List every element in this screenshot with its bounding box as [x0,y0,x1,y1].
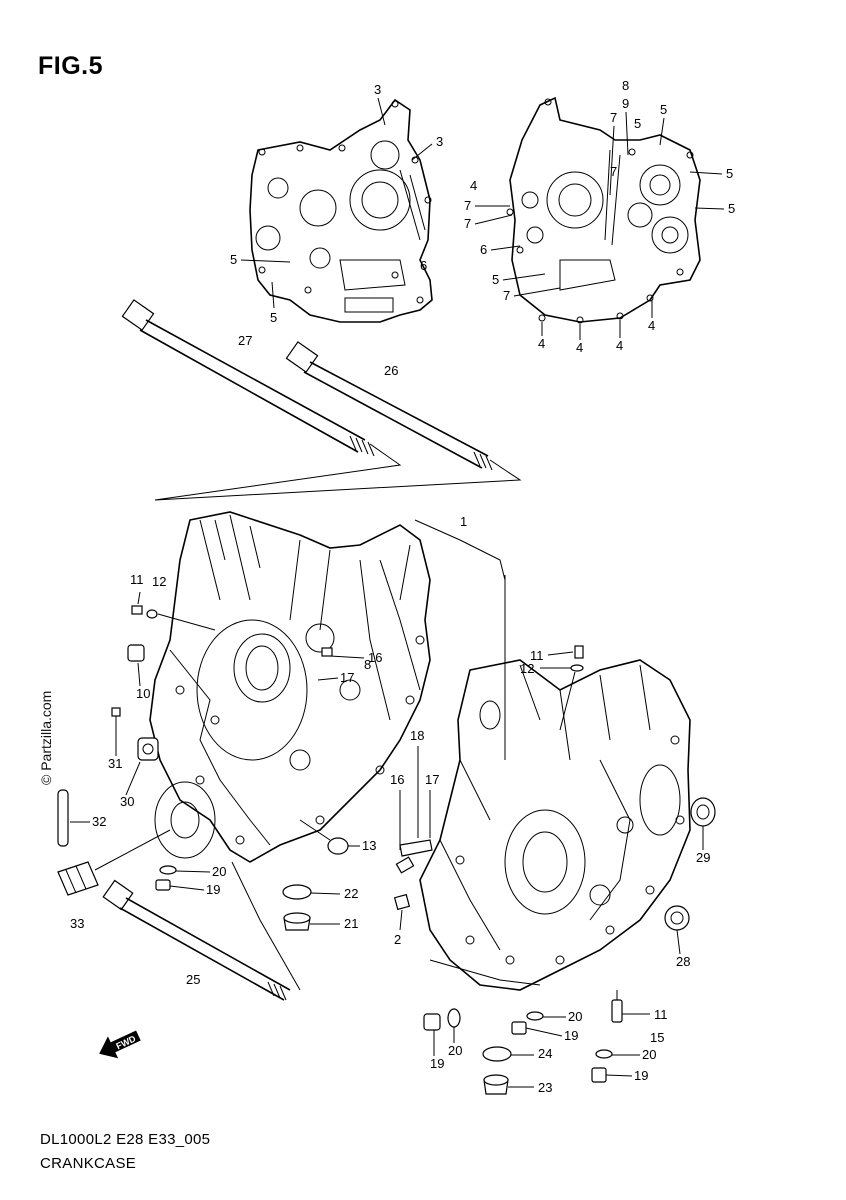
callout-7b: 7 [464,198,471,213]
callout-16b: 16 [390,772,404,787]
callout-24: 24 [538,1046,552,1061]
callout-31: 31 [108,756,122,771]
callout-7c: 7 [464,216,471,231]
callout-4c: 4 [616,338,623,353]
callout-5f: 5 [728,201,735,216]
callout-23: 23 [538,1080,552,1095]
left-small-parts: 11 12 10 16 8 17 31 30 32 33 20 19 [57,572,382,1001]
figure-code: DL1000L2 E28 E33_005 [40,1131,211,1148]
callout-3a: 3 [374,82,381,97]
callout-5b: 5 [270,310,277,325]
callout-4a: 4 [538,336,545,351]
callout-8b: 8 [364,657,371,672]
callout-11b: 11 [530,648,544,663]
callout-13: 13 [362,838,376,853]
crankcase-bolt-26: 26 [285,341,493,471]
right-small-parts: 11 12 18 16 17 29 2 28 20 19 24 [390,645,716,1095]
leader-part-1 [414,519,506,581]
callout-8: 8 [622,78,629,93]
callout-20a: 20 [212,864,226,879]
callout-6b: 6 [480,242,487,257]
callout-18: 18 [410,728,424,743]
callout-3b: 3 [436,134,443,149]
callout-5a: 5 [230,252,237,267]
callout-7d: 7 [610,164,617,179]
callout-6: 6 [420,258,427,273]
callout-25: 25 [186,972,200,987]
callout-15: 15 [650,1030,664,1045]
forward-direction-arrow: FWD [99,1030,141,1059]
top-left-crankcase-half [249,98,433,323]
callout-19a: 19 [206,882,220,897]
callout-30: 30 [120,794,134,809]
callout-5g: 5 [492,272,499,287]
callout-22: 22 [344,886,358,901]
callout-20c: 20 [448,1043,462,1058]
callout-33: 33 [70,916,84,931]
callout-4d: 4 [648,318,655,333]
callout-7a: 7 [610,110,617,125]
callout-11a: 11 [130,572,144,587]
figure-title: FIG.5 [38,52,104,80]
callout-2: 2 [394,932,401,947]
callout-32: 32 [92,814,106,829]
callout-4b: 4 [576,340,583,355]
callout-5d: 5 [634,116,641,131]
callout-4e: 4 [470,178,477,193]
callout-16a: 16 [368,650,382,665]
callout-29: 29 [696,850,710,865]
figure-name: CRANKCASE [40,1155,137,1172]
callout-26: 26 [384,363,398,378]
callout-21: 21 [344,916,358,931]
left-crankcase-main [149,511,431,863]
right-crankcase-main [419,659,691,991]
callout-11c: 11 [654,1007,668,1022]
top-right-callouts: 8 9 5 5 5 5 7 7 7 7 6 5 7 4 4 4 4 4 [464,78,735,355]
callout-19c: 19 [430,1056,444,1071]
callout-19b: 19 [564,1028,578,1043]
callout-9: 9 [622,96,629,111]
callout-28: 28 [676,954,690,969]
callout-5c: 5 [660,102,667,117]
callout-1: 1 [460,514,467,529]
callout-12b: 12 [520,661,534,676]
callout-5e: 5 [726,166,733,181]
callout-20b: 20 [568,1009,582,1024]
callout-20d: 20 [642,1047,656,1062]
callout-17b: 17 [425,772,439,787]
callout-27: 27 [238,333,252,348]
bolt-leader-zigzag [154,443,522,501]
top-left-callouts: 3 3 5 5 6 [230,82,443,325]
callout-7e: 7 [503,288,510,303]
callout-12a: 12 [152,574,166,589]
callout-17a: 17 [340,670,354,685]
top-right-crankcase-half [506,96,701,324]
callout-10: 10 [136,686,150,701]
callout-19d: 19 [634,1068,648,1083]
crankcase-bolt-27: 27 [121,299,375,457]
leader-bolt-25 [231,861,301,991]
